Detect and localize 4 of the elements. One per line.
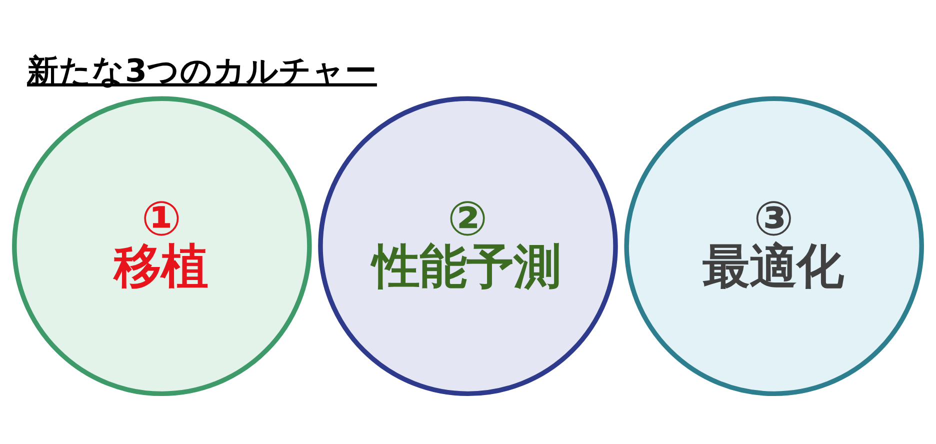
diagram-title: 新たな3つのカルチャー: [27, 52, 377, 89]
node-circle: ① 移植: [12, 96, 312, 396]
node-circle: ③ 最適化: [624, 96, 924, 396]
node-circle: ② 性能予測: [318, 96, 618, 396]
